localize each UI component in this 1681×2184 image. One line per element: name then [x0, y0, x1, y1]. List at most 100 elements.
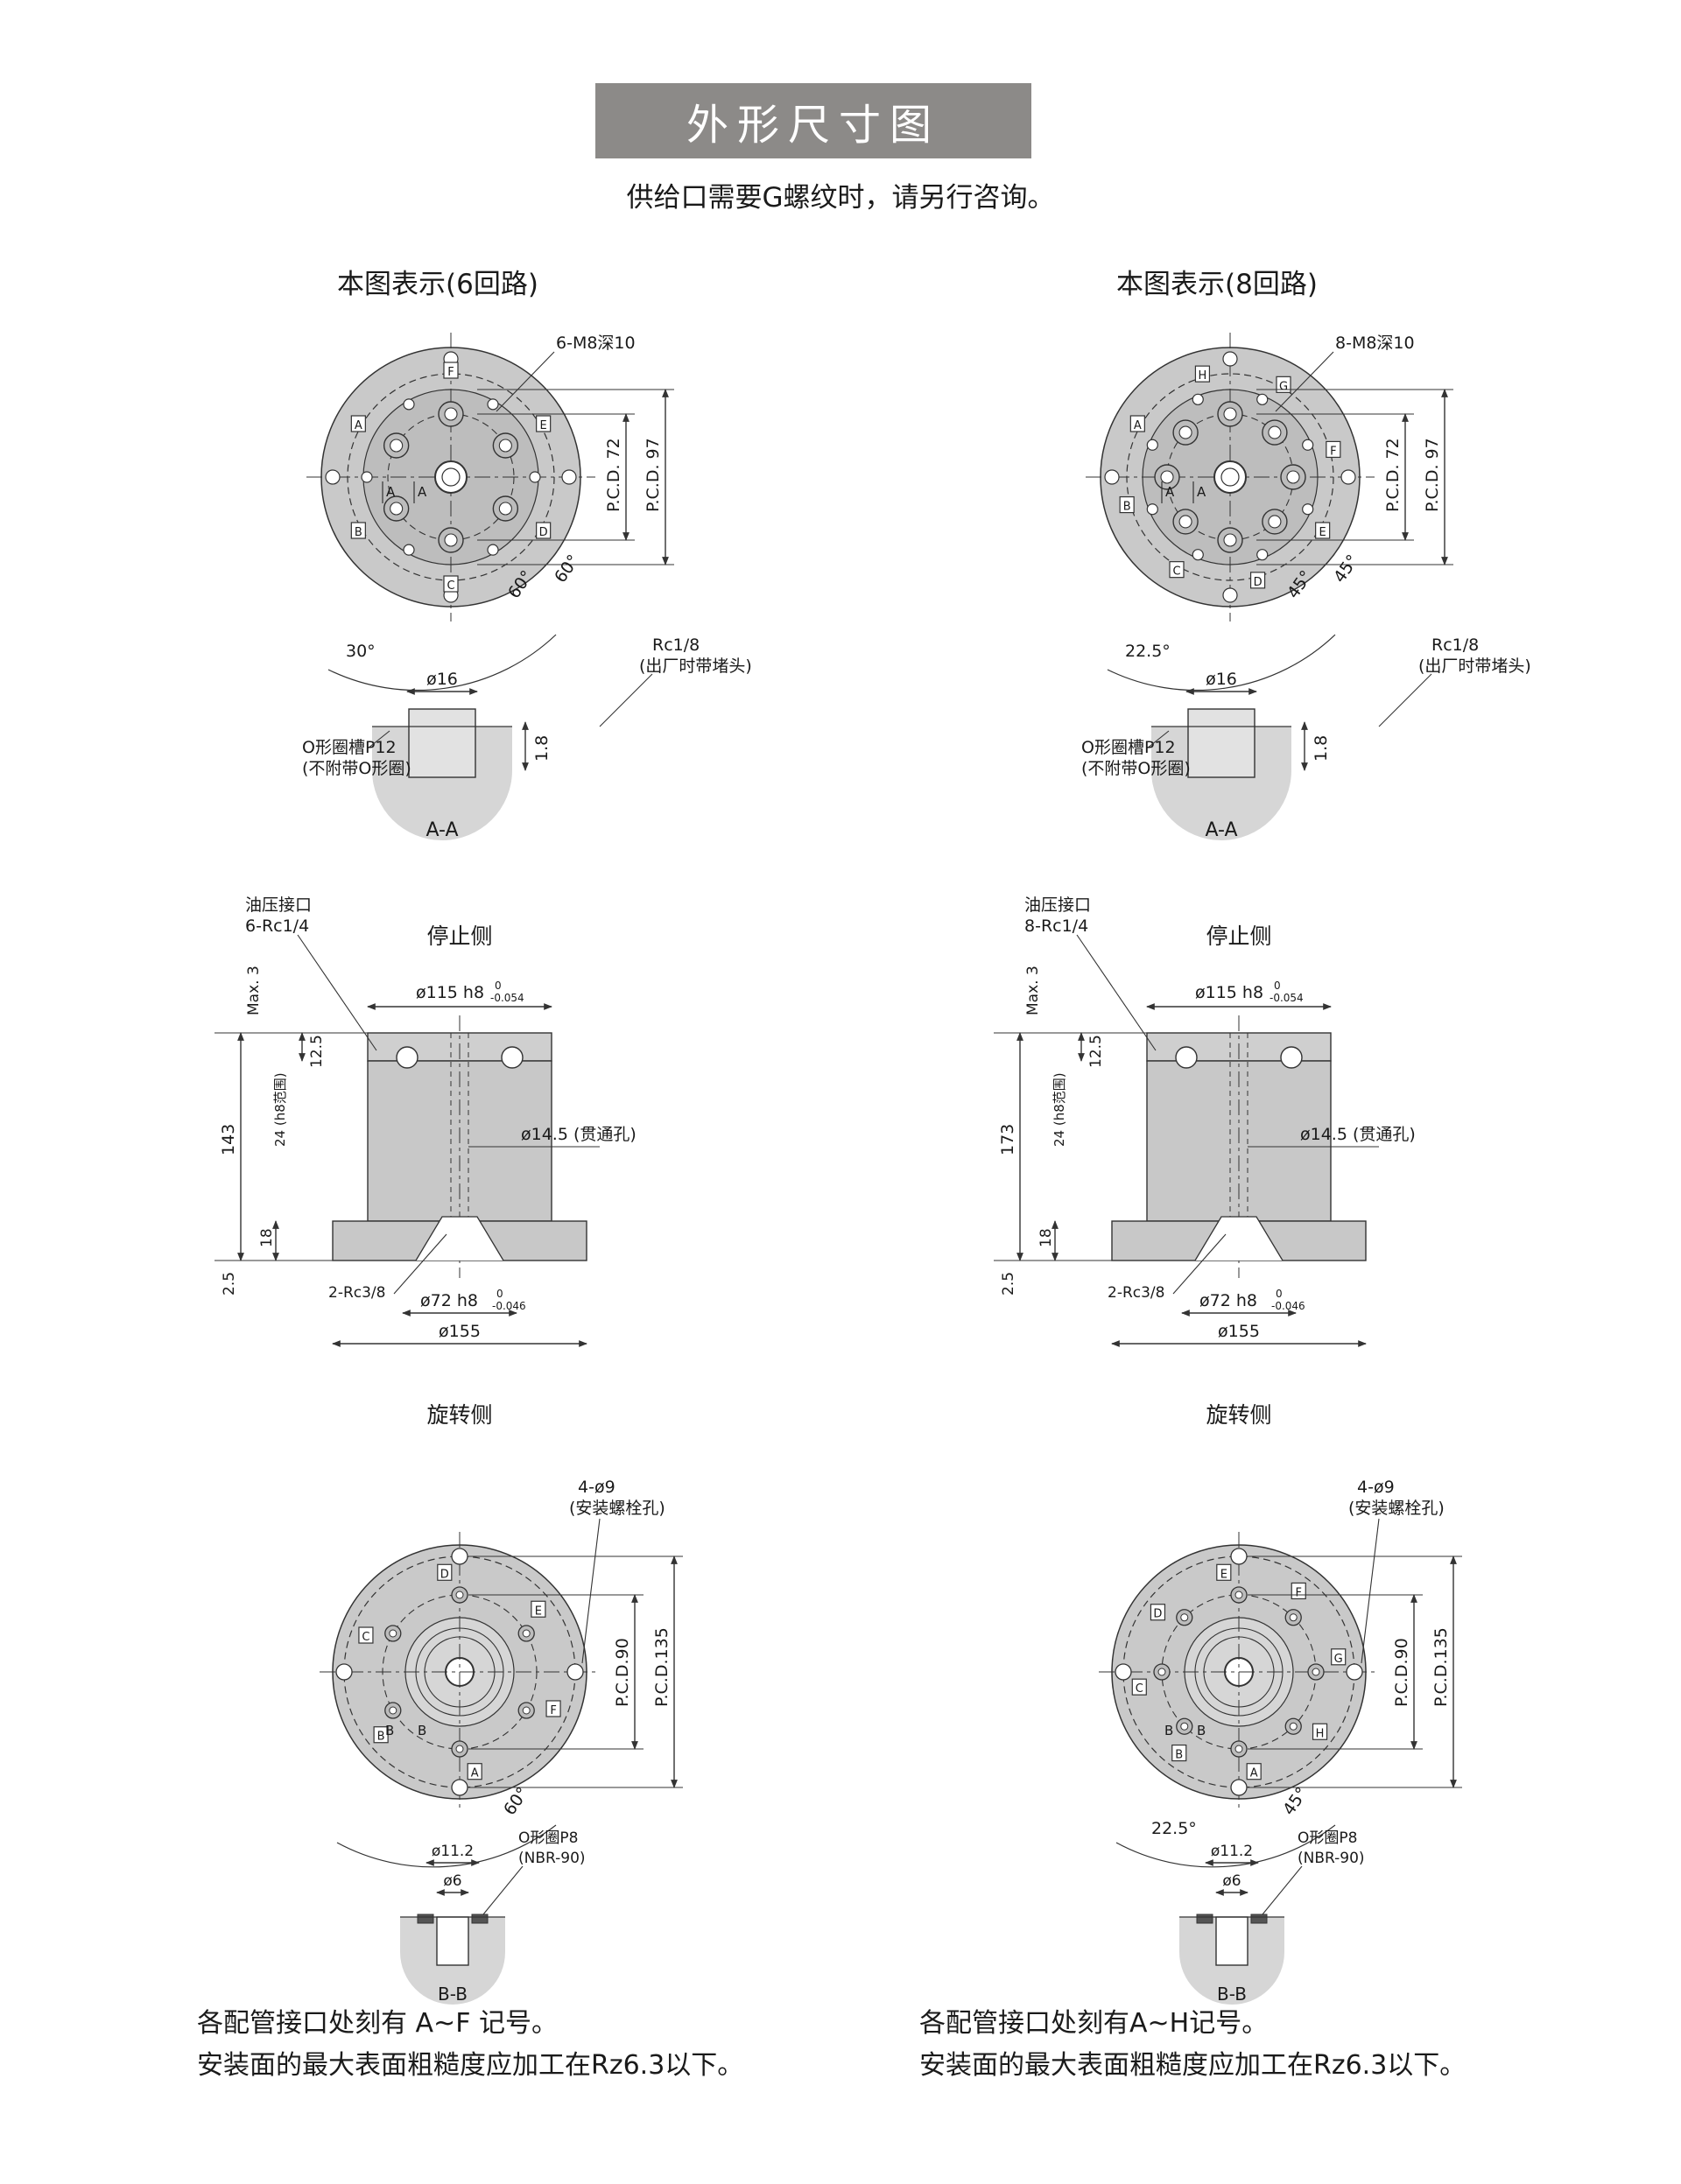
port-mark-C: C — [443, 575, 459, 593]
port-mark-box — [1129, 415, 1145, 432]
total-height-label: 143 — [219, 1124, 238, 1155]
pcd135-label: P.C.D.135 — [1431, 1627, 1451, 1707]
dia6-label: ø6 — [443, 1872, 461, 1890]
port-mark-H: H — [1312, 1723, 1328, 1740]
hydraulic-port — [1175, 1046, 1198, 1069]
port-mark-letter: H — [1316, 1727, 1325, 1740]
port-mark-letter: D — [1153, 1608, 1162, 1621]
mount-hole — [1340, 469, 1356, 485]
page-subtitle: 供给口需要G螺纹时，请另行咨询。 — [626, 182, 1055, 214]
hydraulic-port-label: 油压接口 — [1024, 895, 1091, 915]
plug-note: (出厂时带堵头) — [639, 657, 752, 676]
angle-arc — [1107, 634, 1336, 692]
dim-24-label: 24 (h8范围) — [1052, 1072, 1067, 1147]
mount-hole — [561, 469, 577, 485]
section-aa-body — [372, 727, 512, 840]
max3-label: Max. 3 — [245, 966, 263, 1015]
threaded-hole-callout: 6-M8深10 — [556, 334, 636, 353]
port-mark-F: F — [1326, 440, 1341, 458]
oring-groove-note: (不附带O形圈) — [302, 759, 411, 778]
dia16-label: ø16 — [1206, 670, 1237, 689]
dia72-tol-low: -0.046 — [1271, 1300, 1305, 1312]
port-mark-D: D — [536, 522, 552, 539]
bottom-port-inner — [1180, 1613, 1189, 1622]
port-mark-F: F — [443, 362, 459, 379]
hydraulic-port-spec: 8-Rc1/4 — [1024, 916, 1088, 936]
port-mark-box — [443, 362, 459, 379]
port-mark-C: C — [358, 1626, 374, 1644]
section-mark-b: B — [1197, 1723, 1206, 1738]
port-mark-box — [1194, 365, 1211, 383]
page-title: 外形尺寸图 — [595, 83, 1031, 158]
bolt-hole — [451, 1548, 468, 1565]
hydraulic-port-label: 油压接口 — [245, 895, 312, 915]
dia72-tol-up: 0 — [496, 1288, 503, 1300]
section-bb-bore — [436, 1916, 469, 1966]
port-hole-inner — [1223, 407, 1237, 421]
m8-hole — [1256, 549, 1269, 561]
hydraulic-port — [396, 1046, 418, 1069]
port-mark-letter: D — [1254, 576, 1263, 589]
pcd72-label: P.C.D. 72 — [1383, 438, 1403, 512]
port-hole-inner — [1286, 470, 1300, 484]
oring-seal — [471, 1914, 489, 1924]
section-aa-bore — [408, 708, 476, 778]
rotate-side-label: 旋转侧 — [426, 1402, 492, 1428]
hydraulic-port — [1280, 1046, 1303, 1069]
bolt-hole — [451, 1779, 468, 1796]
port-mark-letter: E — [1319, 526, 1326, 539]
leader-line — [1275, 351, 1334, 412]
m8-hole — [1146, 439, 1158, 451]
bottom-port-inner — [1180, 1722, 1189, 1731]
port-mark-A: A — [467, 1763, 482, 1780]
port-mark-box — [1276, 376, 1291, 393]
port-hole-inner — [1268, 425, 1282, 439]
dia6-label: ø6 — [1222, 1872, 1241, 1890]
port-mark-letter: A — [355, 419, 362, 432]
dia115-tol-low: -0.054 — [490, 992, 524, 1004]
angle-arc — [336, 1824, 557, 1868]
m8-hole — [1146, 503, 1158, 516]
oring-p8-label: O形圈P8 — [1298, 1829, 1357, 1847]
center-bore — [1213, 460, 1247, 494]
m8-hole — [1302, 439, 1314, 451]
port-mark-box — [1249, 572, 1266, 589]
port-mark-box — [536, 522, 552, 539]
dia115-tol-up: 0 — [1274, 980, 1281, 992]
center-bore-inner — [1220, 467, 1240, 487]
left-note-marking: 各配管接口处刻有 A~F 记号。 — [197, 2008, 558, 2039]
center-bore-inner — [441, 467, 461, 487]
port-mark-F: F — [545, 1700, 561, 1717]
bottom-port-inner — [1234, 1591, 1243, 1599]
bottom-port-inner — [455, 1591, 464, 1599]
oring-seal — [417, 1914, 434, 1924]
bolt-hole — [1230, 1779, 1248, 1796]
bottom-port-inner — [455, 1745, 464, 1753]
bottom-angle-label-c: 22.5° — [1151, 1819, 1197, 1838]
pcd72-label: P.C.D. 72 — [604, 438, 623, 512]
section-mark-b: B — [1164, 1723, 1173, 1738]
bolt-hole — [566, 1663, 584, 1681]
section-aa-body — [1151, 727, 1291, 840]
port-mark-letter: B — [1123, 501, 1131, 514]
plug-label: Rc1/8 — [652, 636, 700, 655]
port-mark-letter: G — [1334, 1653, 1343, 1666]
port-mark-letter: E — [540, 419, 547, 432]
m8-hole — [529, 471, 541, 483]
oring-seal — [1250, 1914, 1268, 1924]
dia11-2-label: ø11.2 — [1211, 1843, 1253, 1860]
port-mark-box — [358, 1626, 374, 1644]
port-mark-box — [350, 522, 366, 539]
m8-hole — [403, 398, 415, 411]
leader-line — [1172, 1233, 1227, 1295]
stop-side-label: 停止侧 — [1206, 923, 1271, 949]
port-mark-box — [531, 1600, 546, 1618]
hydraulic-port-spec: 6-Rc1/4 — [245, 916, 309, 936]
bolt-hole-label: 4-ø9 — [1357, 1478, 1395, 1497]
hydraulic-port — [501, 1046, 524, 1069]
top-view-heading: 本图表示(8回路) — [1116, 269, 1318, 300]
port-hole-inner — [1178, 425, 1192, 439]
section-aa-bore — [1187, 708, 1255, 778]
